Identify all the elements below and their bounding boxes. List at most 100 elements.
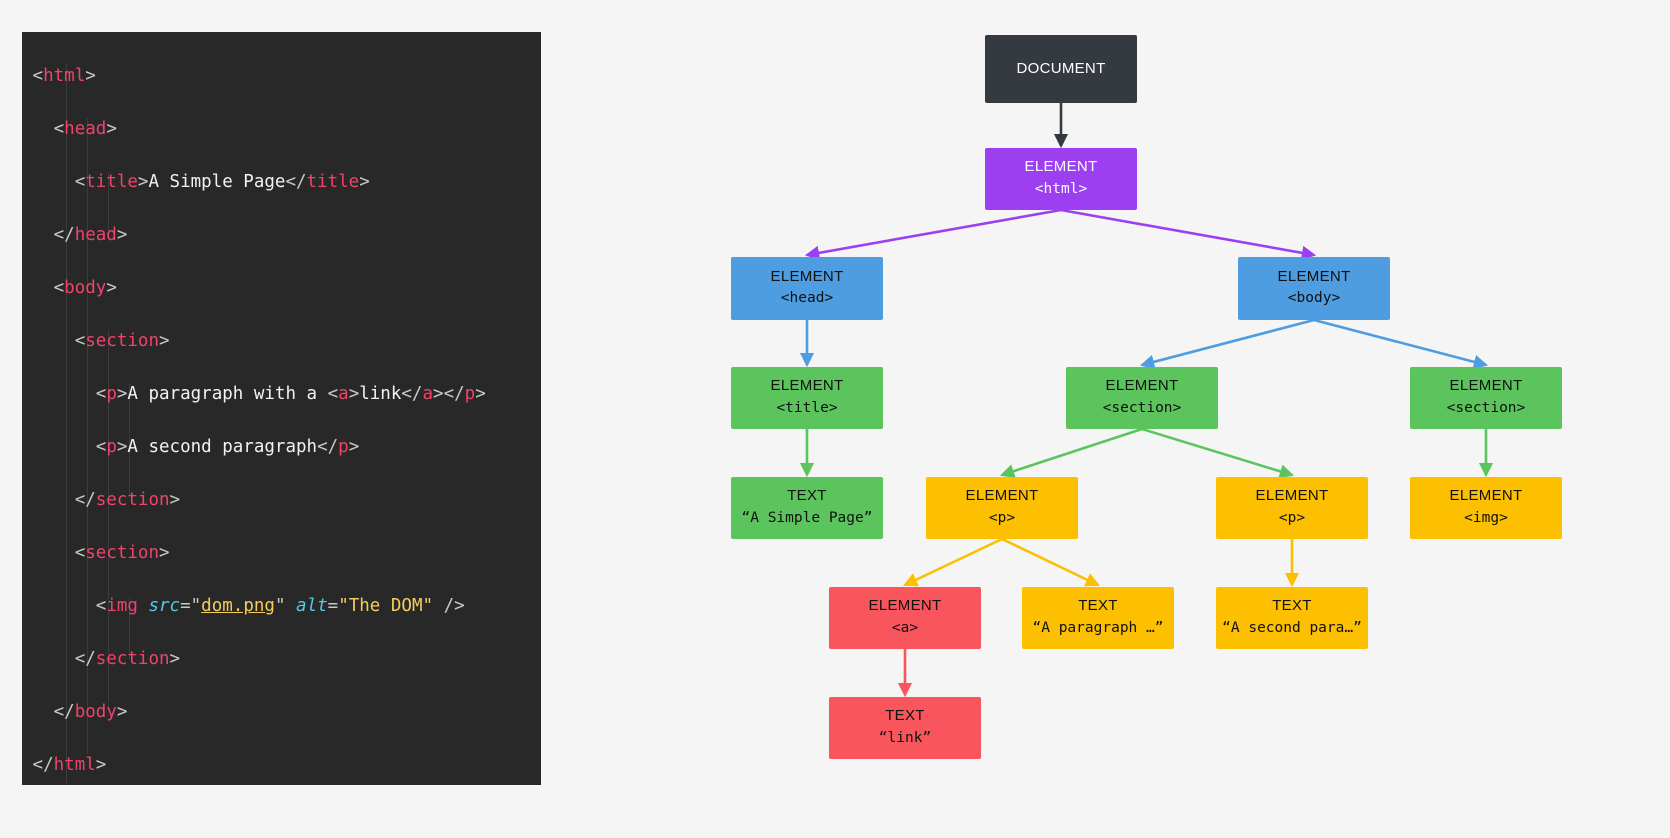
tree-node-title[interactable]: ELEMENT<title> [731, 367, 883, 429]
code-token-tag: p [106, 437, 117, 457]
code-token-punc: > [116, 702, 128, 722]
code-line: </section> [22, 474, 541, 527]
code-token-punc: < [53, 278, 65, 298]
code-token-punc: </ [74, 490, 96, 510]
tree-edge-body-to-section2 [1313, 318, 1489, 369]
node-type-label: TEXT [885, 707, 925, 725]
code-token-punc: > [95, 755, 107, 775]
code-token-punc: </ [443, 384, 465, 404]
tree-edge-p1-to-p1text [1001, 537, 1100, 587]
node-tag-label: “A paragraph …” [1032, 619, 1164, 636]
code-token-punc: > [433, 384, 444, 404]
tree-node-img[interactable]: ELEMENT<img> [1410, 477, 1562, 539]
code-token-tag: a [338, 384, 349, 404]
tree-node-html[interactable]: ELEMENT<html> [985, 148, 1137, 210]
tree-node-atext[interactable]: TEXT “link” [829, 697, 981, 759]
code-token-attr: alt [296, 596, 328, 616]
tree-node-body[interactable]: ELEMENT <body> [1238, 257, 1390, 320]
code-line: </section> [22, 633, 541, 686]
node-tag-label: <head> [780, 290, 834, 307]
code-token-punc: /> [443, 596, 465, 616]
code-token-tag: p [106, 384, 117, 404]
tree-node-document[interactable]: DOCUMENT [985, 35, 1137, 103]
code-token-text: A paragraph with a [127, 384, 328, 404]
code-token-punc: > [85, 66, 96, 86]
code-token-eq: = [180, 596, 191, 616]
node-type-label: TEXT [1078, 597, 1118, 615]
code-token-punc: < [95, 437, 107, 457]
code-token-tag: img [106, 596, 138, 616]
code-token-punc: </ [32, 755, 54, 775]
tree-edge-html-to-head [804, 208, 1062, 260]
code-token-punc: < [95, 596, 107, 616]
code-token-punc: < [327, 384, 339, 404]
code-token-punc: > [159, 543, 170, 563]
code-line: </body> [22, 686, 541, 739]
code-token-punc: > [475, 384, 486, 404]
code-token-eq: " [190, 596, 202, 616]
code-token-punc: > [106, 119, 117, 139]
node-tag-label: <body> [1287, 290, 1341, 307]
code-token-tag: section [85, 543, 159, 563]
code-line: <body> [22, 262, 541, 315]
tree-node-p2[interactable]: ELEMENT <p> [1216, 477, 1368, 539]
code-token-punc: > [106, 278, 117, 298]
tree-node-titletext[interactable]: TEXT“A Simple Page” [731, 477, 883, 539]
code-token-punc: > [348, 437, 360, 457]
code-token-tag: title [85, 172, 138, 192]
node-tag-label: “A Simple Page” [741, 509, 873, 526]
node-type-label: ELEMENT [1105, 377, 1179, 395]
code-token-text: A Simple Page [148, 172, 286, 192]
code-token-attr: src [148, 596, 181, 616]
indent-guide [129, 384, 130, 496]
code-editor-panel: <html> <head> <title>A Simple Page</titl… [22, 32, 541, 785]
code-token-tag: body [74, 702, 117, 722]
tree-edge-section1-to-p2 [1141, 427, 1295, 479]
code-token-tag: p [464, 384, 476, 404]
code-token-tag: head [64, 119, 107, 139]
code-token-tag: section [95, 649, 170, 669]
node-tag-label: <p> [1278, 509, 1306, 526]
code-token-tag: p [338, 437, 349, 457]
node-type-label: ELEMENT [1255, 487, 1329, 505]
tree-node-section2[interactable]: ELEMENT<section> [1410, 367, 1562, 429]
indent-guide [108, 330, 109, 710]
node-type-label: DOCUMENT [1016, 59, 1106, 77]
code-line: <img src="dom.png" alt="The DOM" /> [22, 580, 541, 633]
node-tag-label: “link” [878, 729, 932, 746]
tree-node-section1[interactable]: ELEMENT<section> [1066, 367, 1218, 429]
tree-node-a[interactable]: ELEMENT<a> [829, 587, 981, 649]
node-type-label: ELEMENT [1277, 267, 1351, 285]
code-line: <html> [22, 50, 541, 103]
tree-node-p1[interactable]: ELEMENT<p> [926, 477, 1078, 539]
tree-node-head[interactable]: ELEMENT <head> [731, 257, 883, 320]
node-tag-label: <title> [776, 399, 838, 416]
code-token-text: link [359, 384, 402, 404]
node-type-label: ELEMENT [1024, 158, 1098, 176]
indent-guide [87, 118, 88, 754]
code-token-punc: </ [285, 172, 307, 192]
code-token-punc: > [159, 331, 170, 351]
tree-edge-section1-to-p1 [999, 427, 1143, 478]
code-token-tag: section [85, 331, 159, 351]
code-token-tag: section [95, 490, 170, 510]
code-lines[interactable]: <html> <head> <title>A Simple Page</titl… [22, 32, 541, 785]
code-token-punc: </ [53, 702, 75, 722]
code-token-eq: " [274, 596, 286, 616]
code-token-punc: </ [74, 649, 96, 669]
indent-guide [129, 597, 130, 659]
code-token-punc: > [359, 172, 370, 192]
tree-node-p1text[interactable]: TEXT “A paragraph …” [1022, 587, 1174, 649]
code-token-punc: > [116, 225, 128, 245]
indent-guide [108, 172, 109, 234]
code-token-punc: > [137, 172, 149, 192]
tree-edge-p1-to-a [903, 537, 1003, 587]
node-type-label: ELEMENT [1449, 487, 1523, 505]
tree-node-p2text[interactable]: TEXT“A second para…” [1216, 587, 1368, 649]
code-token-punc: > [348, 384, 360, 404]
code-token-punc: </ [53, 225, 75, 245]
node-type-label: ELEMENT [770, 267, 844, 285]
code-token-tag: a [422, 384, 434, 404]
code-token-tag: title [306, 172, 360, 192]
